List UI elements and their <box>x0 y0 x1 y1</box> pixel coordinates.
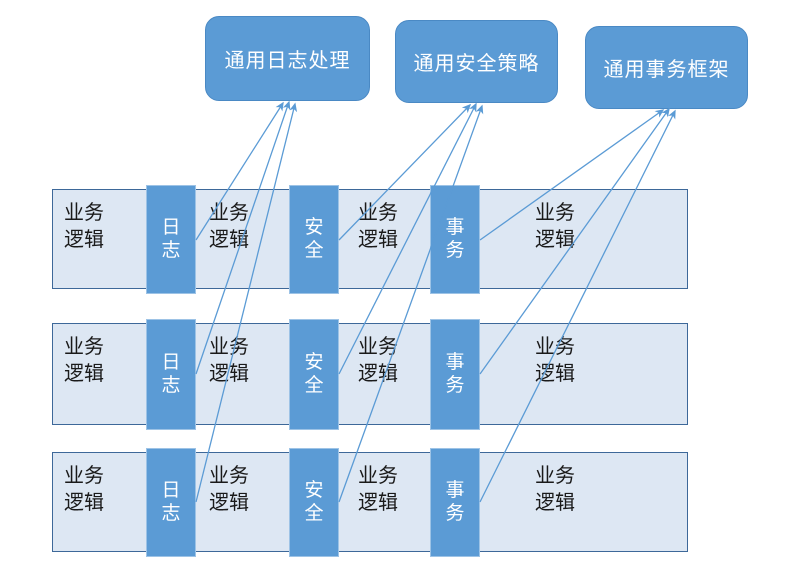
transaction-char: 务 <box>445 240 465 261</box>
common-transaction-label: 通用事务框架 <box>603 59 730 81</box>
connector-arrow-transaction-row3 <box>479 109 676 503</box>
business-logic-label-row1-2: 业务逻辑 <box>209 202 249 251</box>
business-logic-label-row1-4: 业务逻辑 <box>535 202 575 251</box>
business-logic-label-row2-4: 业务逻辑 <box>535 336 575 385</box>
log-char: 志 <box>161 375 181 396</box>
transaction-char: 务 <box>445 375 465 396</box>
transaction-char: 事 <box>445 217 465 239</box>
log-char: 志 <box>161 503 181 524</box>
common-logging-box: 通用日志处理 <box>205 16 370 101</box>
business-logic-label-row3-1: 业务逻辑 <box>64 465 104 514</box>
log-char: 日 <box>161 480 181 502</box>
common-security-label: 通用安全策略 <box>413 53 540 75</box>
business-logic-label-row1-1: 业务逻辑 <box>64 202 104 251</box>
security-segment-row1: 安全 <box>289 185 339 294</box>
common-transaction-box: 通用事务框架 <box>585 26 748 109</box>
log-char: 日 <box>161 352 181 374</box>
business-logic-label-row2-2: 业务逻辑 <box>209 336 249 385</box>
common-security-box: 通用安全策略 <box>395 20 558 103</box>
business-logic-label-row1-3: 业务逻辑 <box>358 202 398 251</box>
transaction-char: 事 <box>445 480 465 502</box>
business-logic-label-row3-4: 业务逻辑 <box>535 465 575 514</box>
security-char: 全 <box>304 375 324 396</box>
transaction-char: 务 <box>445 503 465 524</box>
transaction-segment-row3: 事务 <box>430 448 480 557</box>
log-char: 志 <box>161 240 181 261</box>
business-logic-label-row3-2: 业务逻辑 <box>209 465 249 514</box>
security-char: 安 <box>304 217 324 239</box>
security-char: 全 <box>304 503 324 524</box>
transaction-segment-row1: 事务 <box>430 185 480 294</box>
connector-arrow-log-row3 <box>195 102 298 503</box>
security-char: 安 <box>304 352 324 374</box>
connector-arrow-security-row3 <box>338 104 484 503</box>
security-segment-row2: 安全 <box>289 319 339 430</box>
business-logic-label-row3-3: 业务逻辑 <box>358 465 398 514</box>
security-segment-row3: 安全 <box>289 448 339 557</box>
security-char: 全 <box>304 240 324 261</box>
security-char: 安 <box>304 480 324 502</box>
log-segment-row1: 日志 <box>146 185 196 294</box>
business-logic-label-row2-1: 业务逻辑 <box>64 336 104 385</box>
common-logging-label: 通用日志处理 <box>224 50 351 72</box>
transaction-char: 事 <box>445 352 465 374</box>
log-segment-row3: 日志 <box>146 448 196 557</box>
log-char: 日 <box>161 217 181 239</box>
transaction-segment-row2: 事务 <box>430 319 480 430</box>
log-segment-row2: 日志 <box>146 319 196 430</box>
business-logic-label-row2-3: 业务逻辑 <box>358 336 398 385</box>
